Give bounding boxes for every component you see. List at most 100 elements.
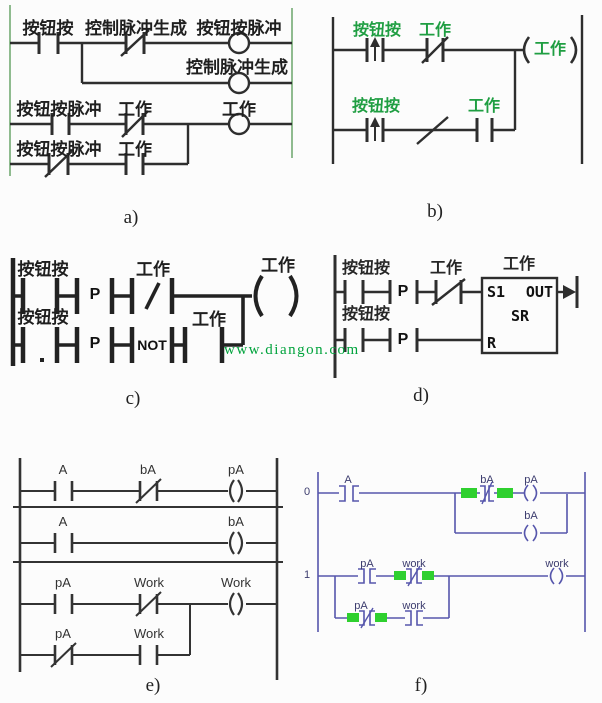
coil-icon	[227, 112, 251, 136]
panel-e-branch	[20, 642, 190, 668]
coil-label: 工作	[533, 41, 566, 58]
panel-d-rung1	[335, 278, 482, 306]
contact-label: bA	[480, 474, 494, 486]
contact-label: 按钮按	[351, 98, 400, 115]
coil-label: bA	[228, 514, 244, 529]
nc-contact-icon	[44, 150, 73, 178]
no-contact-icon	[37, 32, 60, 54]
contact-label: 工作	[467, 98, 500, 115]
no-contact-icon	[343, 328, 365, 352]
no-contact-icon	[405, 610, 423, 626]
sr-input-s1: S1	[487, 283, 506, 301]
no-contact-icon	[53, 481, 74, 501]
network-number: 0	[303, 486, 311, 498]
panel-d-rung2	[335, 328, 482, 352]
contact-label: Work	[133, 575, 165, 590]
p-symbol: P	[89, 335, 101, 352]
no-contact-icon	[339, 485, 359, 502]
contact-label: 工作	[118, 100, 152, 119]
p-contact-icon	[74, 278, 115, 314]
contact-label: 控制脉冲生成	[85, 19, 187, 38]
nc-contact-icon	[431, 278, 466, 306]
highlight-block	[497, 488, 513, 498]
contact-label: 按钮按	[352, 22, 401, 39]
nc-contact-icon	[129, 278, 175, 314]
contact-label: 按钮按脉冲	[16, 100, 102, 119]
coil-parens-icon	[523, 524, 538, 542]
p-symbol: P	[89, 286, 101, 303]
sr-input-r: R	[487, 334, 497, 352]
p-symbol: P	[397, 283, 409, 300]
coil-label: work	[545, 558, 569, 570]
no-contact-icon	[50, 113, 71, 135]
coil-parens-icon	[228, 479, 244, 503]
panel-f-linework	[317, 472, 586, 632]
coil-label: 控制脉冲生成	[186, 58, 288, 77]
panel-e-linework	[13, 458, 283, 680]
sr-block-type: SR	[510, 307, 530, 325]
coil-parens-icon	[523, 484, 538, 502]
coil-icon	[227, 31, 251, 55]
panel-caption-a: a)	[123, 207, 139, 228]
panel-b-rung2	[333, 116, 515, 145]
nc-contact-icon	[135, 591, 162, 617]
panel-f-rung0	[318, 481, 585, 542]
highlight-block	[461, 488, 477, 498]
contact-label: 工作	[418, 22, 451, 39]
contact-label: 按钮按	[341, 260, 390, 277]
panel-b-rails	[331, 15, 584, 164]
contact-label: pA	[55, 575, 71, 590]
contact-label: 按钮按	[22, 19, 74, 38]
contact-label: A	[344, 474, 352, 486]
not-contact-icon	[129, 327, 175, 363]
contact-label: work	[402, 600, 426, 612]
panel-a-rung1	[10, 29, 292, 57]
stray-dot	[40, 358, 44, 362]
no-contact-icon	[182, 327, 225, 363]
coil-parens-icon	[253, 274, 299, 318]
nc-contact-icon	[50, 642, 77, 668]
panel-e-rung3	[20, 591, 277, 655]
nc-contact-icon	[121, 110, 149, 138]
panel-e-rung1	[20, 478, 277, 504]
panel-caption-b: b)	[427, 201, 443, 222]
p-contact-icon	[74, 327, 115, 363]
panel-a-rung4	[10, 150, 188, 178]
coil-label: Work	[220, 575, 252, 590]
sr-function-block	[480, 276, 559, 355]
no-contact-icon	[20, 278, 60, 314]
nc-contact-icon	[421, 36, 449, 64]
nc-contact-icon	[135, 478, 162, 504]
no-contact-icon	[358, 568, 376, 584]
panel-caption-e: e)	[145, 675, 161, 696]
contact-label: 按钮按脉冲	[16, 140, 102, 159]
panel-a-linework	[9, 5, 293, 178]
contact-label: work	[402, 558, 426, 570]
coil-icon	[227, 71, 251, 95]
highlight-block	[375, 613, 387, 622]
coil-label: pA	[228, 462, 244, 477]
nc-contact-icon	[359, 607, 375, 629]
positive-edge-contact-icon	[365, 117, 385, 142]
panel-b-rung1	[333, 36, 578, 130]
network-number: 1	[303, 569, 311, 581]
coil-label: 工作	[222, 100, 256, 119]
block-title: 工作	[502, 256, 535, 273]
coil-label: 按钮按脉冲	[196, 19, 282, 38]
contact-label: 工作	[118, 140, 152, 159]
no-contact-icon	[343, 280, 365, 304]
contact-label: 按钮按	[341, 306, 390, 323]
panel-c-rung1	[13, 274, 299, 345]
highlight-block	[347, 613, 359, 622]
nc-contact-icon	[120, 29, 150, 57]
panel-d-linework	[333, 255, 579, 378]
highlight-block	[394, 571, 406, 580]
sr-block-output-arrow-icon	[557, 276, 579, 308]
panel-caption-c: c)	[125, 388, 141, 409]
positive-edge-contact-icon	[365, 37, 385, 62]
parallel-branch	[334, 576, 450, 619]
no-contact-icon	[124, 153, 145, 175]
panel-b-linework	[331, 15, 584, 164]
